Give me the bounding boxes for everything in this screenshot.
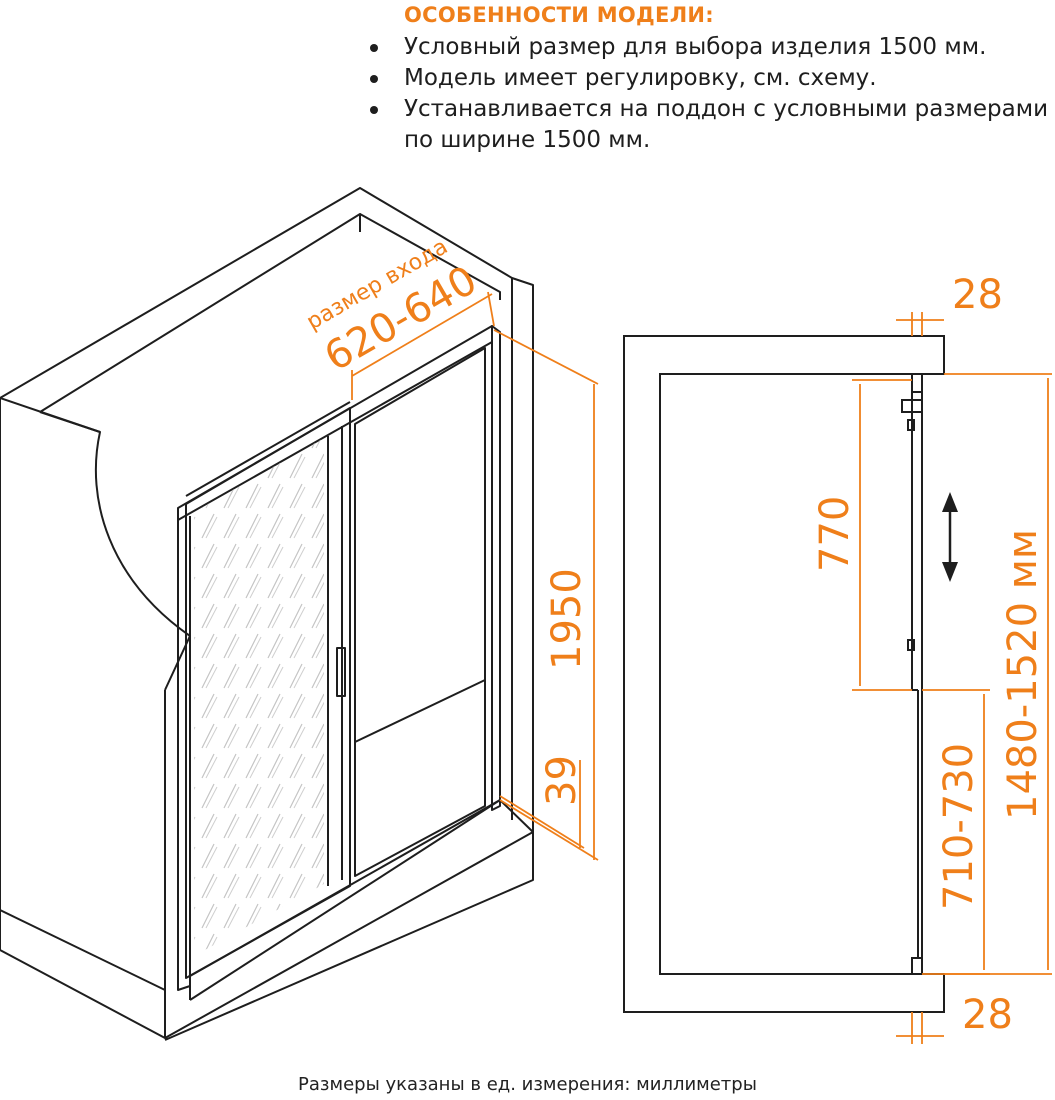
door-frame-left xyxy=(177,508,191,991)
wall-arc-inner xyxy=(0,397,101,433)
lower-size: 710-730 xyxy=(936,743,982,910)
isometric-dimensions xyxy=(351,291,599,861)
adjust-arrow-icon xyxy=(942,492,958,582)
sliding-panel-rail xyxy=(185,401,351,497)
total-width-size: 1480-1520 мм xyxy=(1000,529,1046,820)
wall-cut-section xyxy=(0,398,166,1039)
features-title: ОСОБЕННОСТИ МОДЕЛИ: xyxy=(404,3,715,27)
door-frame-right xyxy=(491,325,501,811)
feature-item: Условный размер для выбора изделия 1500 … xyxy=(360,32,1050,63)
profile-top xyxy=(911,373,923,393)
plan-view xyxy=(623,335,945,1013)
profile-clip-3 xyxy=(907,639,915,651)
wall-arc xyxy=(39,411,191,637)
base-offset: 39 xyxy=(539,755,585,806)
plan-dimensions xyxy=(852,312,1052,1044)
feature-item: Устанавливается на поддон с условными ра… xyxy=(360,94,1050,156)
adjustment-size: 770 xyxy=(812,496,858,572)
features-list: Условный размер для выбора изделия 1500 … xyxy=(360,32,1050,156)
footnote: Размеры указаны в ед. измерения: миллиме… xyxy=(298,1074,757,1095)
profile-bottom xyxy=(911,957,923,975)
features-block: ОСОБЕННОСТИ МОДЕЛИ: Условный размер для … xyxy=(360,0,1050,156)
door-handle xyxy=(336,647,346,697)
tray-edge xyxy=(189,799,501,1001)
glass-texture xyxy=(194,438,324,956)
isometric-view xyxy=(0,187,534,1041)
height-size: 1950 xyxy=(544,568,590,670)
profile-clip-2 xyxy=(907,419,915,431)
sliding-panel-frame xyxy=(185,407,351,979)
side-top-size: 28 xyxy=(952,272,1003,318)
floor-front xyxy=(164,831,534,1041)
fixed-panel xyxy=(354,347,486,877)
floor-right xyxy=(499,799,534,833)
wall-inner-edge-2 xyxy=(359,213,501,300)
profile-clip-1 xyxy=(901,399,923,413)
wall-base xyxy=(0,909,166,991)
dim-entrance-line xyxy=(351,293,493,377)
side-bottom-size: 28 xyxy=(962,992,1013,1038)
tray-inner xyxy=(354,679,486,743)
plan-outer xyxy=(623,335,945,1013)
feature-item: Модель имеет регулировку, см. схему. xyxy=(360,63,1050,94)
